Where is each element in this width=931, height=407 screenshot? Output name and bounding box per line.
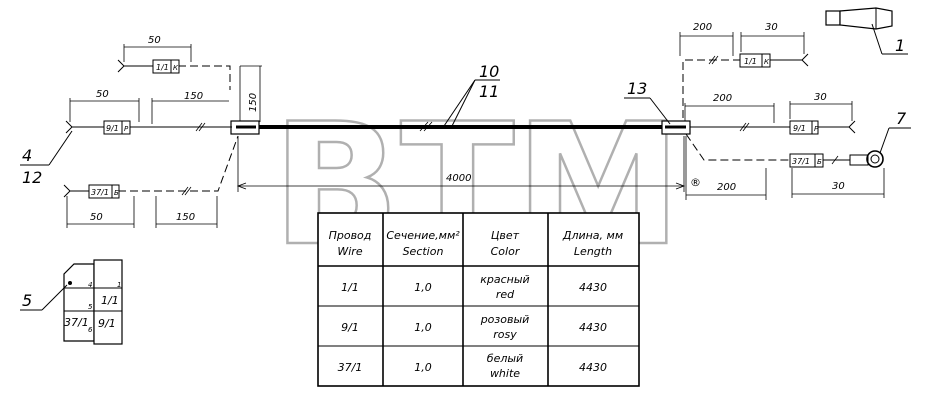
row1-wire: 1/1	[341, 281, 359, 294]
dim-200-top-right: 200	[693, 22, 712, 33]
dim-50-mid-left: 50	[96, 89, 109, 100]
header-section-ru: Сечение,мм²	[386, 229, 460, 242]
callout-12: 12	[22, 168, 42, 187]
tag-bot-left-wire: 37/1	[91, 188, 109, 197]
registered-mark: ®	[690, 176, 701, 189]
tag-top-left-wire: 1/1	[156, 63, 169, 72]
cell-37-1: 37/1	[64, 316, 89, 329]
header-length-en: Length	[574, 245, 612, 258]
row2-wire: 9/1	[341, 321, 359, 334]
tag-top-right-color: К	[764, 58, 770, 66]
tag-mid-left-wire: 9/1	[106, 124, 119, 133]
dim-200-mid-right: 200	[713, 93, 732, 104]
dim-30-bot-right: 30	[832, 181, 845, 192]
ring-terminal-crimp	[849, 154, 869, 166]
tag-mid-left-color: Р	[124, 125, 129, 133]
tag-bot-right-wire: 37/1	[792, 157, 810, 166]
tag-bot-left-color: Б	[114, 189, 119, 197]
header-wire-en: Wire	[337, 245, 362, 258]
callout-13: 13	[627, 79, 647, 98]
header-color-en: Color	[491, 245, 521, 258]
tag-top-left	[152, 59, 180, 74]
left-wires: 1/1 К 50 9/1 Р 50 150 37/1 Б	[63, 35, 262, 228]
header-color-ru: Цвет	[491, 229, 520, 242]
row1-length: 4430	[579, 281, 607, 294]
pin-1: 1	[117, 281, 121, 289]
cell-1-1: 1/1	[101, 294, 119, 307]
ring-terminal	[866, 150, 884, 168]
right-wires: 1/1 К 200 30 9/1 Р 200 30	[679, 22, 885, 200]
dim-150-bot-left: 150	[176, 212, 195, 223]
dim-200-bot-right: 200	[717, 182, 736, 193]
dim-150-mid-left: 150	[184, 91, 203, 102]
cell-9-1: 9/1	[98, 317, 116, 330]
header-wire-ru: Провод	[329, 229, 372, 242]
row3-section: 1,0	[414, 361, 432, 374]
dim-150-vertical: 150	[248, 93, 259, 112]
row3-wire: 37/1	[338, 361, 363, 374]
callout-5: 5	[22, 291, 32, 310]
callout-1: 1	[895, 36, 905, 55]
tag-mid-right-color: Р	[814, 125, 819, 133]
row3-color-ru: белый	[487, 352, 523, 365]
pin-4: 4	[88, 281, 92, 289]
tag-top-left-color: К	[173, 64, 179, 72]
protective-cap	[825, 7, 908, 55]
tag-bot-right-color: Б	[817, 158, 822, 166]
connector-block: 4 1 5 6 1/1 37/1 9/1	[63, 259, 123, 345]
row1-section: 1,0	[414, 281, 432, 294]
callout-7: 7	[896, 109, 907, 128]
dim-4000: 4000	[446, 173, 471, 184]
dim-30-mid-right: 30	[814, 92, 827, 103]
callout-10: 10	[479, 62, 499, 81]
pin-6: 6	[88, 326, 93, 334]
dim-50-top-left: 50	[148, 35, 161, 46]
header-section-en: Section	[403, 245, 444, 258]
callout-11: 11	[479, 82, 499, 101]
row3-length: 4430	[579, 361, 607, 374]
row2-length: 4430	[579, 321, 607, 334]
row2-color-en: rosy	[493, 328, 517, 341]
overall-dimension: 4000	[236, 136, 686, 192]
callout-4: 4	[22, 146, 32, 165]
wire-table: Провод Wire Сечение,мм² Section Цвет Col…	[317, 212, 640, 387]
dim-50-bot-left: 50	[90, 212, 103, 223]
pin-5: 5	[88, 303, 93, 311]
tag-mid-right-wire: 9/1	[793, 124, 806, 133]
row1-color-ru: красный	[480, 273, 529, 286]
row1-color-en: red	[496, 288, 515, 301]
callouts: 1 4 12 5 7 10 11 13	[20, 36, 911, 311]
dim-30-top-right: 30	[765, 22, 778, 33]
row2-color-ru: розовый	[480, 313, 530, 326]
row2-section: 1,0	[414, 321, 432, 334]
header-length-ru: Длина, мм	[562, 229, 623, 242]
row3-color-en: white	[490, 367, 520, 380]
tag-top-right-wire: 1/1	[744, 57, 757, 66]
